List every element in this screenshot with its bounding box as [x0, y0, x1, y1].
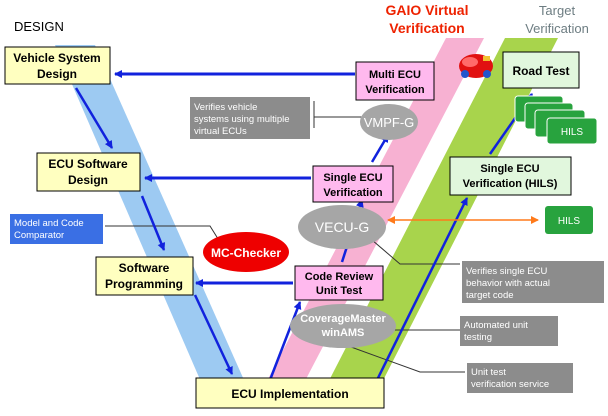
single-ecu-verification-hils-line1: Single ECU — [480, 163, 539, 175]
single-ecu-verification-hils-line2: Verification (HILS) — [463, 178, 558, 190]
hils-single-label: HILS — [558, 216, 581, 227]
down-arrows — [74, 87, 234, 375]
single-ecu-verification-box: Single ECU Verification — [312, 165, 394, 203]
note-unit-testing: Automated unit testing — [460, 316, 558, 346]
note-vmpf-line2: systems using multiple — [194, 114, 290, 125]
coverage-master-line1: CoverageMaster — [300, 313, 386, 325]
ecu-implementation-box: ECU Implementation — [195, 377, 385, 409]
note-model-code: Model and Code Comparator — [10, 214, 103, 244]
single-ecu-verification-hils-box: Single ECU Verification (HILS) — [449, 156, 572, 196]
note-unit-service-line1: Unit test — [471, 367, 506, 378]
note-unit-testing-line2: testing — [464, 332, 492, 343]
vehicle-system-design-box: Vehicle System Design — [4, 46, 111, 85]
code-review-unit-test-line2: Unit Test — [316, 285, 363, 297]
design-arrows — [114, 70, 355, 287]
ecu-implementation-label: ECU Implementation — [231, 387, 348, 401]
vehicle-system-design-line1: Vehicle System — [13, 51, 100, 65]
hils-stack-label: HILS — [561, 127, 584, 138]
note-vmpf-line3: virtual ECUs — [194, 126, 247, 137]
vmpf-g-ellipse: VMPF-G — [360, 104, 418, 140]
note-unit-service: Unit test verification service — [467, 363, 573, 393]
gaio-header-line1: GAIO Virtual — [386, 2, 469, 18]
code-review-unit-test-line1: Code Review — [305, 271, 374, 283]
note-unit-testing-line1: Automated unit — [464, 320, 528, 331]
vecu-g-ellipse: VECU-G — [298, 205, 386, 249]
ecu-software-design-line2: Design — [68, 173, 108, 187]
software-programming-box: Software Programming — [95, 256, 194, 296]
gaio-header-line2: Verification — [389, 20, 464, 36]
code-review-unit-test-box: Code Review Unit Test — [294, 265, 384, 301]
note-model-code-line1: Model and Code — [14, 218, 84, 229]
design-header: DESIGN — [14, 19, 64, 34]
note-model-code-line2: Comparator — [14, 230, 64, 241]
coverage-master-ellipse: CoverageMaster winAMS — [290, 304, 396, 348]
vmpf-g-label: VMPF-G — [364, 115, 415, 130]
multi-ecu-verification-line2: Verification — [365, 84, 425, 96]
note-vecu: Verifies single ECU behavior with actual… — [462, 261, 604, 303]
note-unit-service-line2: verification service — [471, 379, 549, 390]
ecu-software-design-line1: ECU Software — [48, 157, 128, 171]
note-vecu-line1: Verifies single ECU — [466, 266, 547, 277]
target-header-line1: Target — [539, 3, 576, 18]
road-test-box: Road Test — [502, 51, 580, 89]
software-programming-line1: Software — [119, 261, 170, 275]
road-test-label: Road Test — [512, 64, 569, 78]
multi-ecu-verification-line1: Multi ECU — [369, 69, 421, 81]
hils-single: HILS — [545, 206, 593, 234]
mc-checker-label: MC-Checker — [211, 246, 281, 260]
car-icon — [459, 54, 493, 78]
note-vmpf: Verifies vehicle systems using multiple … — [190, 97, 310, 139]
note-vecu-line2: behavior with actual — [466, 278, 550, 289]
single-ecu-verification-line1: Single ECU — [323, 172, 382, 184]
vehicle-system-design-line2: Design — [37, 67, 77, 81]
mc-checker-ellipse: MC-Checker — [203, 232, 289, 272]
ecu-software-design-box: ECU Software Design — [36, 152, 141, 192]
software-programming-line2: Programming — [105, 277, 183, 291]
multi-ecu-verification-box: Multi ECU Verification — [355, 61, 435, 101]
note-vecu-line3: target code — [466, 290, 514, 301]
vecu-g-label: VECU-G — [315, 219, 369, 235]
target-header-line2: Verification — [525, 21, 589, 36]
coverage-master-line2: winAMS — [321, 327, 365, 339]
note-vmpf-line1: Verifies vehicle — [194, 102, 257, 113]
single-ecu-verification-line2: Verification — [323, 187, 383, 199]
hils-stack: HILS — [514, 95, 598, 145]
